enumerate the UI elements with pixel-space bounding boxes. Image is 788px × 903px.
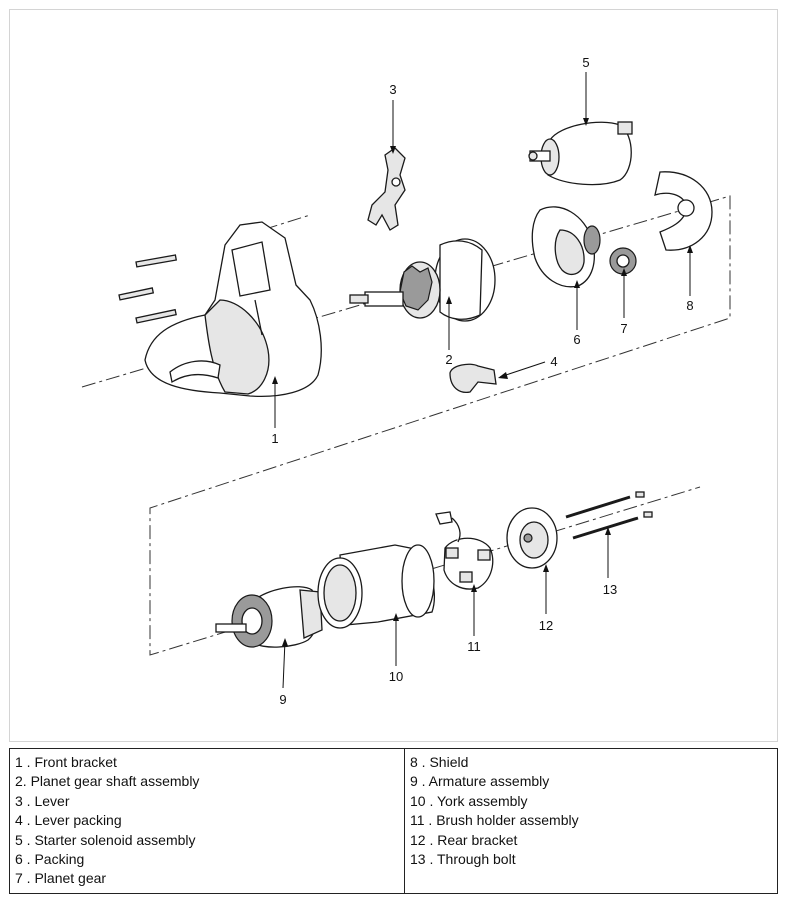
callout-4: 4 bbox=[550, 354, 557, 369]
callout-7: 7 bbox=[620, 321, 627, 336]
exploded-diagram: 1 2 3 4 5 6 7 8 9 10 11 12 13 bbox=[81, 55, 731, 707]
legend-column-right: 8 . Shield 9 . Armature assembly 10 . Yo… bbox=[404, 748, 778, 894]
callout-1: 1 bbox=[271, 431, 278, 446]
brush-holder bbox=[435, 511, 494, 590]
parts-legend-table: 1 . Front bracket 2. Planet gear shaft a… bbox=[9, 748, 778, 894]
front-bracket bbox=[118, 221, 322, 398]
callout-6: 6 bbox=[573, 332, 580, 347]
legend-item: 12 . Rear bracket bbox=[410, 831, 518, 848]
callout-3: 3 bbox=[389, 82, 396, 97]
callout-11: 11 bbox=[467, 639, 481, 654]
legend-item: 4 . Lever packing bbox=[15, 812, 122, 829]
legend-item: 2. Planet gear shaft assembly bbox=[15, 773, 200, 790]
packing bbox=[531, 206, 601, 288]
shield bbox=[654, 171, 713, 251]
callout-13: 13 bbox=[603, 582, 617, 597]
callout-8: 8 bbox=[686, 298, 693, 313]
figure-frame bbox=[9, 9, 778, 742]
legend-item: 13 . Through bolt bbox=[410, 851, 516, 868]
callout-2: 2 bbox=[445, 352, 452, 367]
legend-item: 9 . Armature assembly bbox=[410, 773, 550, 790]
callout-9: 9 bbox=[279, 692, 286, 707]
legend-item: 8 . Shield bbox=[410, 754, 469, 770]
legend-item: 3 . Lever bbox=[15, 792, 70, 809]
legend-item: 1 . Front bracket bbox=[15, 754, 117, 770]
legend-item: 7 . Planet gear bbox=[15, 870, 107, 887]
lever-packing bbox=[449, 363, 497, 394]
lever bbox=[367, 147, 406, 231]
planet-gear bbox=[609, 247, 637, 275]
callout-5: 5 bbox=[582, 55, 589, 70]
through-bolts bbox=[565, 491, 653, 540]
armature-assembly bbox=[215, 586, 323, 648]
callout-10: 10 bbox=[389, 669, 403, 684]
legend-item: 10 . York assembly bbox=[410, 792, 528, 809]
callout-12: 12 bbox=[539, 618, 553, 633]
planet-gear-shaft bbox=[349, 238, 496, 322]
callout-labels: 1 2 3 4 5 6 7 8 9 10 11 12 13 bbox=[271, 55, 693, 707]
york-assembly bbox=[317, 544, 435, 629]
legend-item: 6 . Packing bbox=[15, 851, 85, 868]
starter-solenoid bbox=[528, 121, 633, 186]
legend-column-left: 1 . Front bracket 2. Planet gear shaft a… bbox=[9, 748, 405, 894]
leader-lines bbox=[272, 72, 693, 689]
rear-bracket bbox=[506, 507, 558, 569]
legend-item: 5 . Starter solenoid assembly bbox=[15, 831, 196, 848]
legend-item: 11 . Brush holder assembly bbox=[410, 812, 579, 829]
